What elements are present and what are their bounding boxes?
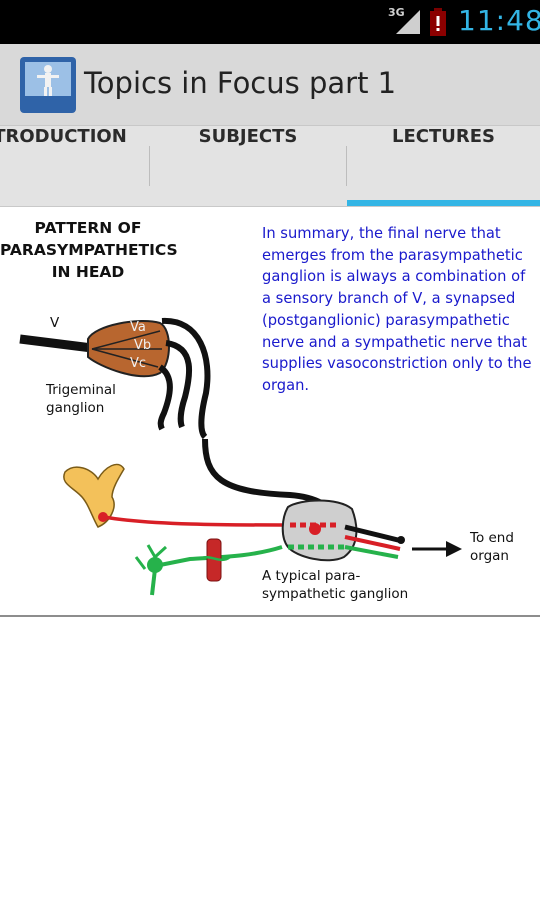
label-va: Va	[130, 320, 146, 335]
page-title: Topics in Focus part 1	[84, 66, 397, 100]
label-to-end-organ: To end organ	[470, 530, 514, 564]
label-vb: Vb	[134, 338, 152, 353]
tab-label: SUBJECTS	[198, 126, 298, 147]
tab-introduction[interactable]: TRODUCTION	[0, 126, 150, 206]
summary-text: In summary, the final nerve that emerges…	[262, 225, 532, 394]
network-type: 3G	[388, 6, 405, 19]
tab-subjects[interactable]: SUBJECTS	[150, 126, 346, 206]
tab-label: TRODUCTION	[0, 126, 127, 147]
tab-divider	[346, 146, 347, 186]
tab-label: LECTURES	[392, 126, 495, 147]
parasympathetic-diagram	[19, 317, 462, 596]
diagram-title: PATTERN OF PARASYMPATHETICS IN HEAD	[0, 217, 178, 283]
label-v: V	[50, 315, 60, 331]
action-bar: Topics in Focus part 1	[0, 44, 540, 126]
lecture-slide: PATTERN OF PARASYMPATHETICS IN HEAD In s…	[0, 207, 540, 617]
label-trigeminal-ganglion: Trigeminal ganglion	[46, 382, 116, 416]
app-logo-icon[interactable]	[20, 57, 76, 113]
status-bar: 3G 11:48	[0, 0, 540, 44]
tab-divider	[149, 146, 150, 186]
title-line: PARASYMPATHETICS	[0, 241, 178, 259]
battery-alert-icon	[430, 8, 446, 36]
signal-icon	[396, 10, 420, 34]
title-line: IN HEAD	[51, 263, 125, 281]
label-typical-ganglion: A typical para-sympathetic ganglion	[262, 568, 409, 602]
label-vc: Vc	[130, 356, 147, 371]
tab-bar: TRODUCTION SUBJECTS LECTURES	[0, 126, 540, 207]
selected-tab-indicator	[347, 200, 540, 206]
title-line: PATTERN OF	[34, 219, 142, 237]
clock: 11:48	[458, 4, 540, 37]
tab-lectures[interactable]: LECTURES	[347, 126, 540, 206]
